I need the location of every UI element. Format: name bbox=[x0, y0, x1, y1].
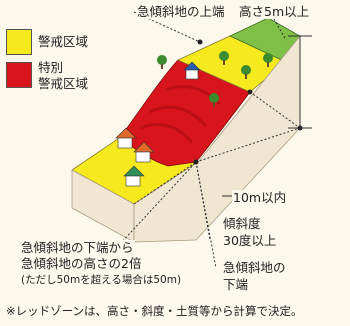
label-top-edge: 急傾斜地の上端 bbox=[136, 4, 226, 19]
legend-label-yellow: 警戒区域 bbox=[38, 34, 89, 49]
label-within-10m: 10m以内 bbox=[232, 190, 288, 205]
label-from-bottom-line2: 急傾斜地の高さの2倍 bbox=[20, 256, 143, 271]
label-bottom-edge-line2: 下端 bbox=[222, 277, 250, 292]
tree-icon bbox=[157, 55, 167, 69]
legend-label-red-line1: 特別 bbox=[38, 60, 64, 75]
height-ticks bbox=[288, 35, 312, 129]
legend-swatch-yellow bbox=[6, 29, 32, 55]
marker-dots bbox=[193, 39, 303, 165]
house-icon bbox=[115, 127, 137, 149]
house-icon bbox=[183, 61, 201, 80]
tree-icon bbox=[209, 93, 219, 107]
legend-swatch-red bbox=[6, 62, 32, 88]
legend-label-red-line2: 警戒区域 bbox=[38, 76, 89, 91]
tree-icon bbox=[219, 51, 229, 65]
label-from-bottom-line3: (ただし50mを超える場合は50m) bbox=[20, 273, 183, 288]
label-bottom-edge-line1: 急傾斜地の bbox=[222, 260, 287, 275]
label-slope-line2: 30度以上 bbox=[222, 233, 278, 248]
tree-icon bbox=[241, 65, 251, 79]
house-icon bbox=[133, 141, 155, 163]
label-height: 高さ5m以上 bbox=[238, 4, 311, 19]
tree-icon bbox=[263, 53, 273, 67]
footnote: ※レッドゾーンは、高さ・斜度・土質等から計算で決定。 bbox=[6, 304, 303, 318]
house-icon bbox=[123, 165, 145, 187]
label-slope-line1: 傾斜度 bbox=[222, 216, 262, 231]
label-from-bottom-line1: 急傾斜地の下端から bbox=[20, 240, 135, 255]
